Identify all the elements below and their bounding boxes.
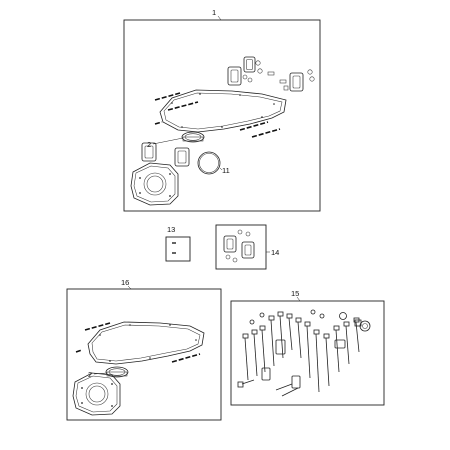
kit-1-frame	[123, 19, 321, 212]
rear-seal-16	[105, 366, 129, 378]
callout-11-leader	[219, 167, 223, 171]
callout-11: 11	[222, 166, 230, 175]
callout-2-top: 2	[147, 140, 151, 149]
kit-13-group: 13	[165, 225, 191, 262]
front-cover-gasket-16	[72, 372, 121, 416]
small-rect-gaskets	[227, 56, 315, 92]
bolt-set	[237, 309, 371, 397]
kit-14-group: 14	[215, 224, 279, 270]
front-cover-gasket	[130, 162, 179, 206]
kit-14-frame	[215, 224, 267, 270]
callout-14: 14	[271, 248, 279, 257]
kit-15-group: 15	[230, 289, 385, 406]
callout-1-leader	[217, 15, 222, 21]
kit-13-frame	[165, 236, 191, 262]
callout-2-top-leader	[152, 137, 184, 145]
callout-15: 15	[291, 289, 299, 298]
o-ring	[197, 151, 221, 175]
callout-15-leader	[296, 296, 301, 302]
kit-16-group: 16 2	[66, 278, 222, 421]
cover-gaskets	[141, 142, 190, 167]
kit-1-group: 1	[123, 8, 321, 212]
callout-2-bottom: 2	[88, 370, 92, 379]
callout-16-leader	[127, 285, 132, 290]
rear-seal	[181, 131, 205, 143]
callout-16: 16	[121, 278, 129, 287]
strip-gaskets	[154, 92, 281, 138]
kit-16-frame	[66, 288, 222, 421]
kit-15-frame	[230, 300, 385, 406]
oil-pan-gasket	[159, 89, 287, 133]
callout-13: 13	[167, 225, 175, 234]
oil-pan-gasket-16	[87, 321, 205, 365]
callout-1: 1	[212, 8, 216, 17]
